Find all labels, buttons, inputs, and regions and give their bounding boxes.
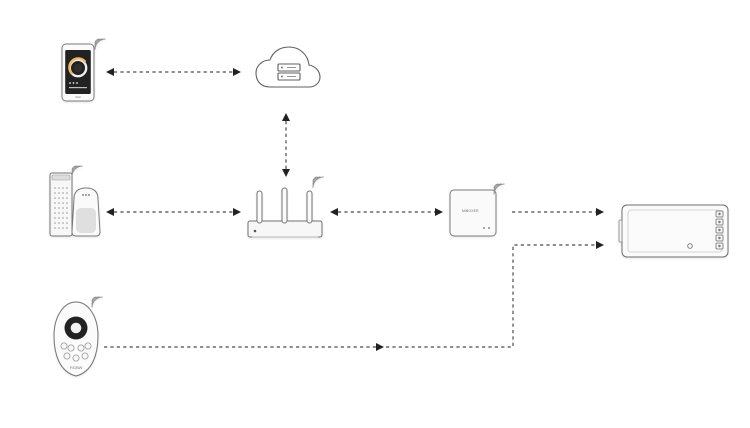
- router-antenna-center: [281, 187, 288, 224]
- controller-screw-2: [718, 220, 721, 224]
- server-light-top: [281, 66, 283, 69]
- remote-wheel-center: [70, 322, 82, 334]
- router-antenna-right: [306, 190, 313, 224]
- gateway-hub-icon: MiBOXER: [449, 183, 505, 237]
- remote-button-right-3: [81, 352, 89, 360]
- arrowhead-left: [106, 208, 114, 216]
- smart-speakers-icon: [49, 165, 101, 237]
- remote-button-right-2: [84, 342, 92, 350]
- wifi-signal-icon: [312, 176, 324, 188]
- phone-dial-accent: [68, 57, 86, 75]
- connection-phone-cloud: [106, 68, 241, 76]
- connection-router-gateway: [330, 208, 443, 216]
- server-unit-top: [277, 63, 301, 72]
- server-unit-bottom: [277, 72, 301, 81]
- gateway-light-2: [488, 227, 490, 229]
- arrowhead-right: [435, 208, 443, 216]
- controller-body: [621, 204, 729, 258]
- phone-dot-1: [69, 82, 71, 84]
- gateway-body: [449, 189, 497, 237]
- arrowhead-right: [233, 208, 241, 216]
- cloud-outline: [255, 46, 321, 88]
- speaker-tower-grille: [54, 187, 68, 229]
- wifi-signal-icon: [94, 38, 106, 50]
- phone-home-bar: [75, 96, 81, 98]
- wifi-signal-icon: [493, 183, 505, 195]
- controller-screw-5: [718, 244, 721, 248]
- connection-remote-controller: [104, 241, 604, 351]
- remote-button-left-1: [60, 342, 68, 350]
- controller-screw-1: [718, 212, 721, 216]
- remote-brand-label: RGBW: [70, 365, 83, 370]
- wifi-signal-icon: [91, 296, 103, 308]
- controller-button: [687, 243, 693, 249]
- speaker-home-fabric: [76, 208, 96, 233]
- speaker-tower: [49, 172, 73, 237]
- connector-line-second: [386, 244, 596, 348]
- connection-cloud-router: [282, 113, 290, 177]
- remote-button-center: [72, 354, 80, 362]
- wifi-signal-icon: [71, 165, 83, 177]
- router-light: [253, 229, 257, 233]
- arrowhead-right: [596, 208, 604, 216]
- remote-button-left-3: [63, 352, 71, 360]
- controller-side-tab: [618, 219, 623, 243]
- controller-screw-4: [718, 236, 721, 240]
- speaker-tower-top: [51, 174, 71, 181]
- arrowhead-up: [282, 113, 290, 121]
- speaker-light-3: [88, 194, 90, 196]
- arrowhead-down: [282, 169, 290, 177]
- arrowhead-mid: [376, 343, 384, 351]
- phone-dot-2: [72, 82, 75, 84]
- arrowhead-left: [106, 68, 114, 76]
- gateway-light-1: [483, 227, 485, 229]
- connection-speakers-router: [106, 208, 241, 216]
- speaker-light-2: [85, 194, 87, 196]
- phone-dial-center: [73, 63, 83, 73]
- cloud-server-icon: [255, 46, 321, 88]
- arrowhead-left: [330, 208, 338, 216]
- wifi-router-icon: [247, 176, 324, 238]
- led-controller-icon: [618, 204, 729, 258]
- remote-button-left-2: [67, 344, 75, 352]
- server-light-bottom: [281, 75, 283, 78]
- router-antenna-left: [256, 190, 263, 224]
- gateway-brand-label: MiBOXER: [462, 209, 479, 213]
- arrowhead-right: [233, 68, 241, 76]
- speaker-light-1: [82, 194, 84, 196]
- remote-control-icon: RGBW: [53, 296, 103, 377]
- arrowhead-right: [596, 241, 604, 249]
- smartphone-icon: [61, 38, 106, 102]
- phone-dot-3: [76, 82, 78, 84]
- connections: [104, 68, 604, 351]
- connection-gateway-controller: [512, 208, 604, 216]
- phone-line: [69, 87, 87, 89]
- controller-screw-3: [718, 228, 721, 232]
- remote-button-right-1: [77, 344, 85, 352]
